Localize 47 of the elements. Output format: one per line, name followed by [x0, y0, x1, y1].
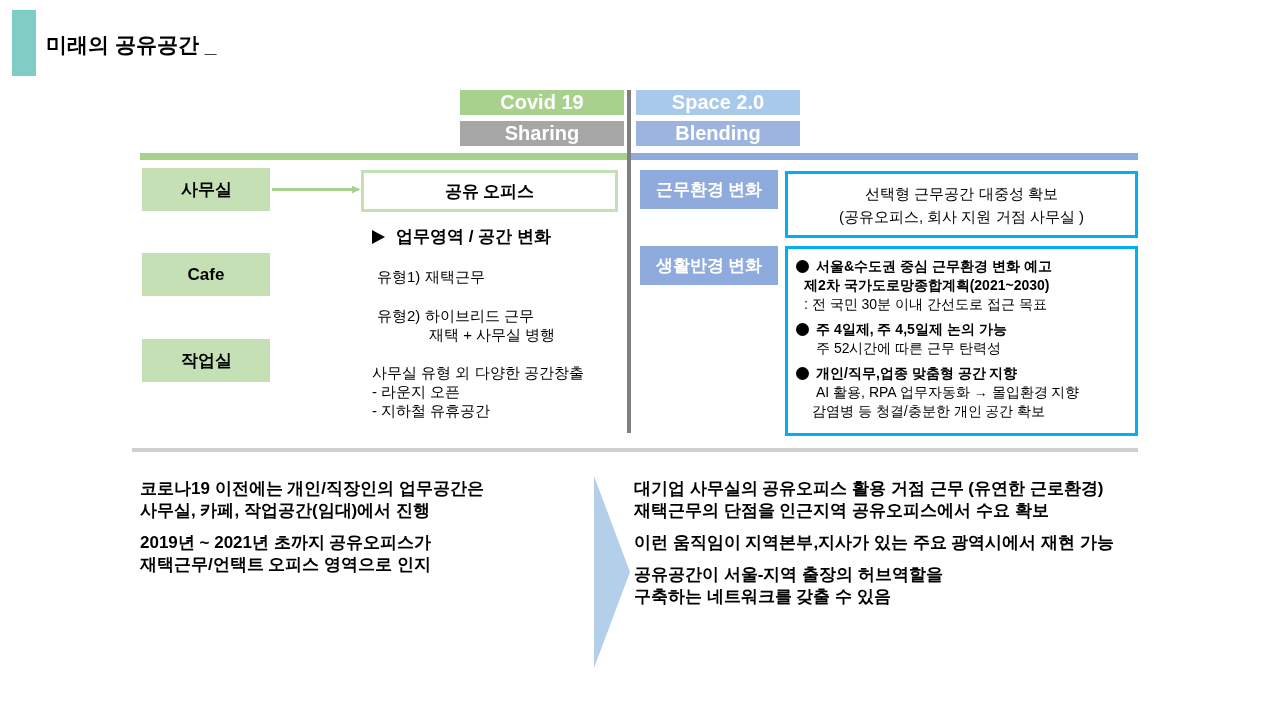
text-line: 재택 + 사무실 병행	[429, 326, 556, 345]
paragraph: 대기업 사무실의 공유오피스 활용 거점 근무 (유연한 근로환경) 재택근무의 단점을 인근지역 공유오피스에서 수요 확보	[634, 478, 1105, 522]
bullet-text: AI 활용, RPA 업무자동화 → 몰입환경 지향	[816, 383, 1080, 402]
chevron-arrow	[594, 476, 630, 668]
paragraph: 이런 움직임이 지역본부,지사가 있는 주요 광역시에서 재현 가능	[634, 532, 1115, 554]
category-box	[142, 168, 270, 211]
box-label: (공유오피스, 회사 지원 거점 사무실 )	[839, 206, 1084, 227]
box-label: Cafe	[187, 264, 225, 285]
bullet-text: 감염병 등 청결/충분한 개인 공간 확보	[812, 402, 1047, 421]
text-line: - 라운지 오픈	[372, 383, 461, 402]
banner-label: Covid 19	[500, 90, 584, 115]
box-label: 공유 오피스	[444, 180, 535, 203]
text-line: 사무실 유형 외 다양한 공간창출	[372, 364, 584, 383]
banner	[460, 90, 624, 115]
heading-box	[640, 246, 778, 285]
bullet-text: 제2차 국가도로망종합계획(2021~2030)	[804, 276, 1051, 295]
category-box	[142, 253, 270, 296]
box-label: 작업실	[180, 350, 232, 372]
box-label: 선택형 근무공간 대중성 확보	[865, 183, 1058, 204]
box-label: 사무실	[180, 179, 232, 201]
banner	[636, 90, 800, 115]
outlined-box	[785, 246, 1138, 436]
banner	[636, 121, 800, 146]
banner-label: Space 2.0	[671, 90, 765, 115]
banner	[460, 121, 624, 146]
box-label: 근무환경 변화	[655, 179, 763, 201]
text-line: 유형1) 재택근무	[377, 268, 485, 287]
bullet-text: : 전 국민 30분 이내 간선도로 접근 목표	[804, 295, 1048, 314]
outlined-box	[361, 170, 618, 212]
paragraph: 코로나19 이전에는 개인/직장인의 업무공간은 사무실, 카페, 작업공간(임대)에서 진행	[140, 478, 485, 522]
heading-box	[640, 170, 778, 209]
category-box	[142, 339, 270, 382]
text-line: 유형2) 하이브리드 근무	[377, 307, 534, 326]
outlined-box	[785, 171, 1138, 238]
slide-title: 미래의 공유공간 _	[46, 32, 217, 58]
bullet-text: 서울&수도권 중심 근무환경 변화 예고	[816, 257, 1052, 276]
bullet-text: 주 52시간에 따른 근무 탄력성	[816, 339, 1003, 358]
arrow	[272, 185, 360, 194]
paragraph: 2019년 ~ 2021년 초까지 공유오피스가 재택근무/언택트 오피스 영역으로 인지	[140, 532, 433, 576]
paragraph: 공유공간이 서울-지역 출장의 허브역할을 구축하는 네트워크를 갖출 수 있음	[634, 564, 944, 608]
text-line: - 지하철 유휴공간	[372, 402, 491, 421]
bullet-text: 주 4일제, 주 4,5일제 논의 가능	[816, 320, 1007, 339]
banner-label: Blending	[675, 121, 761, 146]
box-label: 생활반경 변화	[655, 255, 763, 277]
banner-label: Sharing	[504, 121, 580, 146]
subheading: 업무영역 / 공간 변화	[396, 226, 551, 248]
bullet-text: 개인/직무,업종 맞춤형 공간 지향	[816, 364, 1019, 383]
